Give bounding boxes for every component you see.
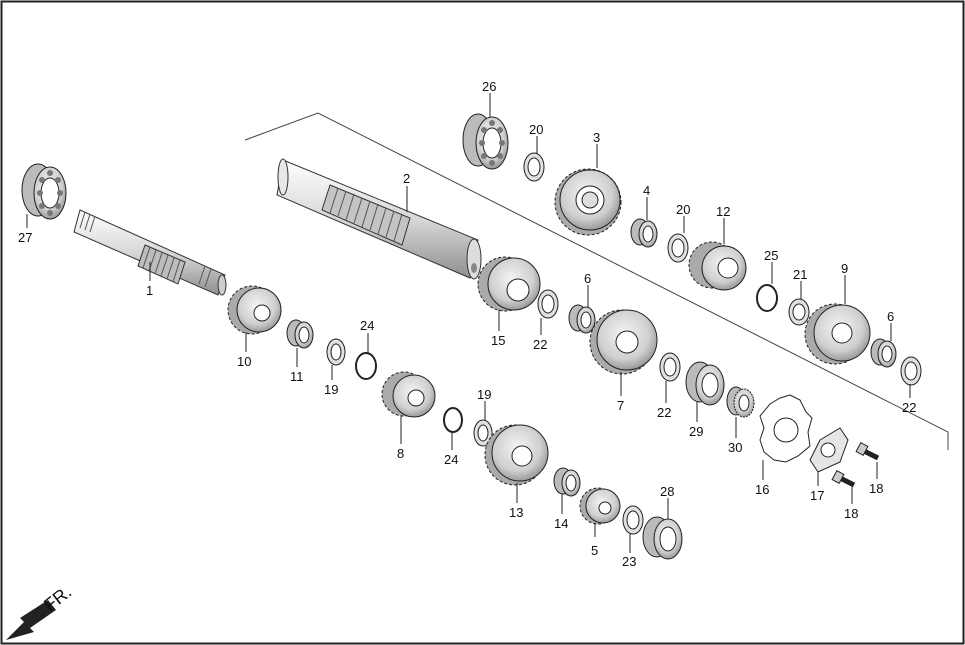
circlip-24-lower: [443, 407, 463, 433]
callout-16: 16: [755, 482, 769, 497]
callout-22-lower: 22: [657, 405, 671, 420]
callout-labels: 27 1 2 26 20 3 4 20 12 25 21 9 6 22 6 15…: [18, 79, 916, 569]
callout-5: 5: [591, 543, 598, 558]
washer-23: [622, 505, 644, 535]
callout-25: 25: [764, 248, 778, 263]
callout-27: 27: [18, 230, 32, 245]
gear-13: [484, 424, 549, 486]
callout-15: 15: [491, 333, 505, 348]
gear-3: [554, 168, 622, 236]
gear-12: [688, 241, 747, 291]
collar-6-mid: [568, 304, 596, 334]
callout-1: 1: [146, 283, 153, 298]
washer-20-mid: [667, 233, 689, 263]
gear-15: [477, 256, 541, 312]
callout-12: 12: [716, 204, 730, 219]
callout-10: 10: [237, 354, 251, 369]
collar-6-right: [870, 338, 897, 368]
bearing-30: [726, 386, 755, 418]
callout-21: 21: [793, 267, 807, 282]
collar-11: [286, 319, 314, 349]
callout-22-right: 22: [902, 400, 916, 415]
callout-30: 30: [728, 440, 742, 455]
callout-17: 17: [810, 488, 824, 503]
gear-9: [804, 303, 871, 365]
collar-4: [630, 218, 658, 248]
callout-19-lower: 19: [477, 387, 491, 402]
callout-20-mid: 20: [676, 202, 690, 217]
front-direction-arrow-icon: [6, 600, 56, 640]
callout-9: 9: [841, 261, 848, 276]
plate-17: [809, 427, 849, 473]
washer-20-top: [523, 152, 545, 182]
callout-28: 28: [660, 484, 674, 499]
leader-lines: [26, 93, 911, 553]
callout-24-upper: 24: [360, 318, 374, 333]
bearing-26: [462, 113, 509, 170]
group-bracket: [244, 112, 949, 450]
callout-20-top: 20: [529, 122, 543, 137]
callout-13: 13: [509, 505, 523, 520]
gear-8: [381, 371, 436, 418]
bolt-18-upper: [855, 442, 880, 461]
bolt-18-lower: [831, 470, 856, 488]
collar-14: [553, 467, 581, 497]
washer-19-lower: [473, 419, 493, 447]
washer-21: [788, 298, 810, 326]
callout-3: 3: [593, 130, 600, 145]
callout-24-lower: 24: [444, 452, 458, 467]
gear-10: [227, 285, 282, 335]
gear-7: [589, 309, 658, 375]
callout-7: 7: [617, 398, 624, 413]
callout-11: 11: [290, 369, 304, 384]
callout-6-mid: 6: [584, 271, 591, 286]
washer-19-upper: [326, 338, 346, 366]
callout-22-left: 22: [533, 337, 547, 352]
callout-18-upper: 18: [869, 481, 883, 496]
callout-29: 29: [689, 424, 703, 439]
circlip-25: [756, 284, 778, 312]
washer-22-right: [900, 356, 922, 386]
callout-23: 23: [622, 554, 636, 569]
gear-5: [579, 487, 621, 525]
sprocket-16: [759, 394, 813, 463]
bearing-29: [685, 361, 725, 406]
callout-6-right: 6: [887, 309, 894, 324]
callout-26: 26: [482, 79, 496, 94]
callout-19-upper: 19: [324, 382, 338, 397]
countershaft: [276, 158, 482, 280]
callout-8: 8: [397, 446, 404, 461]
bearing-27: [21, 163, 67, 220]
washer-22-lower: [659, 352, 681, 382]
callout-2: 2: [403, 171, 410, 186]
callout-14: 14: [554, 516, 568, 531]
circlip-24-upper: [355, 352, 377, 380]
bearing-28: [642, 516, 683, 560]
callout-4: 4: [643, 183, 650, 198]
washer-22-left: [537, 289, 559, 319]
callout-18-lower: 18: [844, 506, 858, 521]
